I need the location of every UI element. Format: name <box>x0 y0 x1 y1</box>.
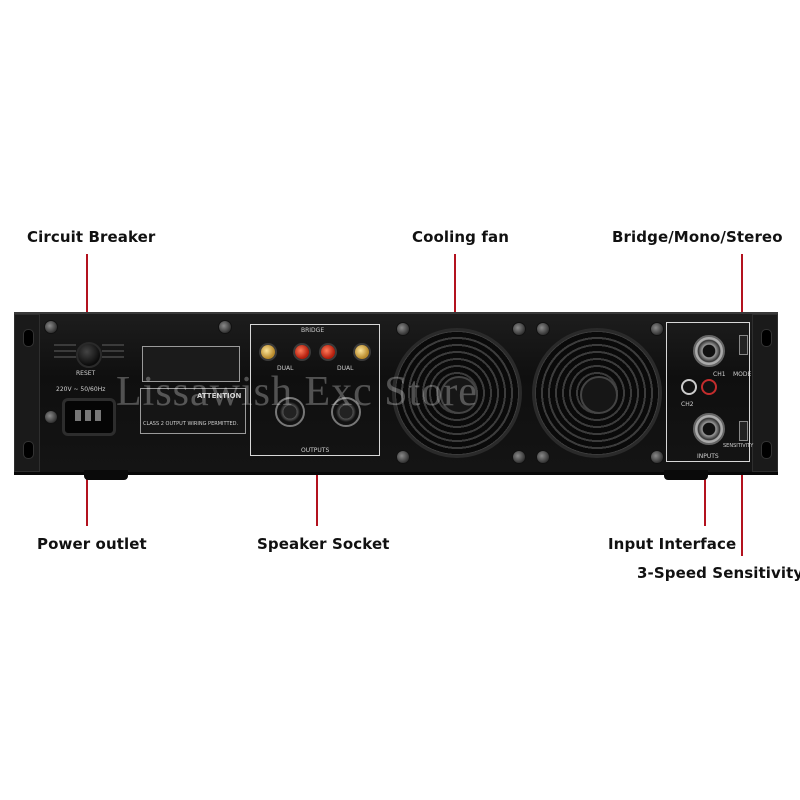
rca-input-2[interactable] <box>701 379 717 395</box>
binding-post-3[interactable] <box>321 345 335 359</box>
cooling-fan-2 <box>532 328 662 458</box>
sensitivity-text: SENSITIVITY <box>723 443 754 449</box>
circuit-breaker-leader <box>86 254 88 350</box>
rack-ear-left <box>14 314 40 472</box>
bridge-mono-stereo-leader <box>741 254 743 328</box>
amplifier-rear-panel: RESET 220V ~ 50/60Hz ATTENTION CLASS 2 O… <box>14 312 778 480</box>
bridge-text: BRIDGE <box>301 327 325 334</box>
sensitivity-label: 3-Speed Sensitivity <box>637 564 800 582</box>
inputs-text: INPUTS <box>697 453 719 460</box>
speaker-outputs-panel: BRIDGE DUAL DUAL OUTPUTS <box>250 324 380 456</box>
power-outlet-leader <box>86 448 88 526</box>
input-interface-label: Input Interface <box>608 535 737 553</box>
attention-text: ATTENTION <box>197 392 242 400</box>
mode-text: MODE <box>733 371 752 378</box>
mode-switch[interactable] <box>739 335 748 355</box>
rca-input-1[interactable] <box>681 379 697 395</box>
speaker-socket-1[interactable] <box>275 397 305 427</box>
reset-text: RESET <box>76 370 96 377</box>
dual-left-text: DUAL <box>277 365 294 372</box>
cooling-fan-leader <box>454 254 456 324</box>
speaker-socket-label: Speaker Socket <box>257 535 390 553</box>
binding-post-4[interactable] <box>355 345 369 359</box>
xlr-input-ch1[interactable] <box>693 335 725 367</box>
warning-label: ATTENTION CLASS 2 OUTPUT WIRING PERMITTE… <box>140 388 246 434</box>
bridge-mono-stereo-label: Bridge/Mono/Stereo <box>612 228 783 246</box>
store-watermark: Lissawish Exc Store <box>116 369 478 415</box>
inputs-panel: CH1 CH2 MODE SENSITIVITY INPUTS <box>666 322 754 462</box>
xlr-input-ch2[interactable] <box>693 413 725 445</box>
ch2-text: CH2 <box>681 401 694 408</box>
dual-right-text: DUAL <box>337 365 354 372</box>
sensitivity-leader <box>741 418 743 556</box>
power-outlet-label: Power outlet <box>37 535 147 553</box>
voltage-text: 220V ~ 50/60Hz <box>56 386 106 393</box>
speaker-socket-2[interactable] <box>331 397 361 427</box>
rack-ear-right <box>752 314 778 472</box>
sensitivity-switch[interactable] <box>739 421 748 441</box>
certification-label <box>142 346 240 382</box>
speaker-socket-leader <box>316 452 318 526</box>
circuit-breaker-reset-button[interactable] <box>76 342 102 368</box>
cooling-fan-1 <box>392 328 522 458</box>
circuit-breaker-label: Circuit Breaker <box>27 228 156 246</box>
power-inlet[interactable] <box>62 398 116 436</box>
cooling-fan-label: Cooling fan <box>412 228 509 246</box>
ch1-text: CH1 <box>713 371 726 378</box>
binding-post-1[interactable] <box>261 345 275 359</box>
input-interface-leader <box>704 460 706 526</box>
outputs-text: OUTPUTS <box>301 447 330 454</box>
binding-post-2[interactable] <box>295 345 309 359</box>
class2-text: CLASS 2 OUTPUT WIRING PERMITTED. <box>143 421 239 427</box>
